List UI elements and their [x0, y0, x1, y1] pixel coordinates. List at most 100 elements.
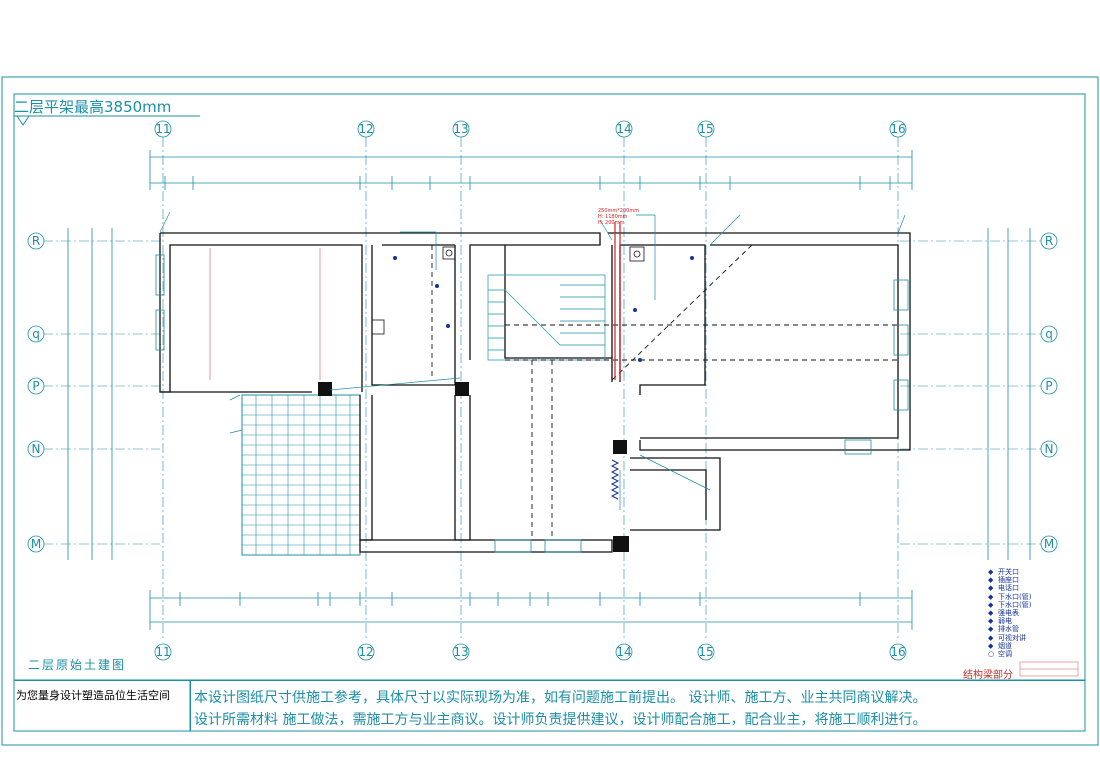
grid-label-right: M	[1044, 537, 1054, 551]
drawing-name: 二层原始土建图	[28, 658, 127, 672]
grid-label-top-circle	[357, 120, 375, 138]
grid-label-right-circle	[1040, 535, 1058, 553]
legend-label: 下水口(管)	[998, 600, 1032, 609]
grid-label-top-circle	[154, 120, 172, 138]
side-dimensions	[67, 228, 1031, 560]
legend-marker-icon: ◆	[988, 609, 994, 618]
bottom-dimensions	[149, 590, 913, 630]
legend-label: 烟道	[998, 641, 1012, 650]
legend-label: 可视对讲	[998, 633, 1026, 642]
legend-label: 空调	[998, 650, 1012, 659]
grid-label-top: 12	[358, 122, 373, 136]
legend-item: ◆ 开关口	[988, 568, 1031, 576]
legend-marker-icon: ◆	[988, 600, 994, 609]
legend-item: ◆下水口(管)	[988, 593, 1031, 601]
grid-label-left-circle	[27, 325, 45, 343]
grid-label-top: 11	[155, 122, 170, 136]
grid-label-bottom-circle	[697, 643, 715, 661]
footer-notes: 为您量身设计塑造品位生活空间 本设计图纸尺寸供施工参考，具体尺寸以实际现场为准，…	[14, 680, 1085, 731]
red-pipes	[614, 222, 621, 380]
tiled-area	[241, 394, 361, 556]
grid-label-left-circle	[27, 440, 45, 458]
structure-label: 结构梁部分	[963, 670, 1013, 681]
grid-label-left-circle	[27, 377, 45, 395]
grid-label-left-circle	[27, 535, 45, 553]
legend-marker-icon: ◆	[988, 625, 994, 634]
legend-marker-icon: ◆	[988, 576, 994, 585]
legend-label: 电话口	[998, 584, 1019, 593]
leaders	[159, 211, 906, 510]
grid-label-top: 16	[890, 122, 905, 136]
note-line-2: 设计所需材料 施工做法，需施工方与业主商议。设计师负责提供建议，设计师配合施工，…	[194, 712, 927, 728]
grid-label-right: R	[1045, 234, 1053, 248]
outlet-dots	[393, 256, 694, 362]
legend-label: 排水管	[998, 625, 1019, 634]
legend-label: 开关口	[998, 568, 1019, 576]
legend-marker-icon: ◆	[988, 641, 994, 650]
red-annotation-line: H: 200mm	[598, 220, 624, 226]
company-slogan: 为您量身设计塑造品位生活空间	[16, 689, 170, 702]
grid-label-bottom: 16	[890, 645, 905, 659]
grid-label-left: q	[32, 327, 40, 341]
grid-label-top-circle	[889, 120, 907, 138]
grid-label-bottom: 14	[616, 645, 631, 659]
legend-marker-icon: ◆	[988, 592, 994, 601]
grid-label-left-circle	[27, 232, 45, 250]
grid-label-right: q	[1045, 327, 1053, 341]
legend-marker-icon: ◆	[988, 568, 994, 576]
legend-marker-icon: ◆	[988, 633, 994, 642]
legend-label: 插座口	[998, 576, 1019, 585]
legend-marker-icon: ○	[988, 650, 995, 659]
grid-label-bottom-circle	[154, 643, 172, 661]
legend-item: ◆ 排水管	[988, 625, 1031, 633]
columns	[318, 382, 629, 552]
grid-label-right-circle	[1040, 232, 1058, 250]
legend-marker-icon: ◆	[988, 584, 994, 593]
legend-marker-icon: ◆	[988, 617, 994, 626]
grid-label-left: P	[32, 379, 39, 393]
grid-label-left: N	[32, 442, 41, 456]
legend-item: ○空调	[988, 650, 1031, 658]
radiator-symbol	[610, 459, 620, 500]
red-annotation-line: H: 1180mm	[598, 214, 628, 220]
red-annotation: 250mm*200mm H: 1180mm H: 200mm	[598, 208, 639, 226]
outer-frame	[1, 76, 1099, 746]
legend-label: 强电表	[998, 609, 1019, 618]
fixtures	[371, 246, 645, 335]
grid-label-left: M	[31, 537, 41, 551]
grid-label-bottom: 15	[698, 645, 713, 659]
grid-label-bottom: 11	[155, 645, 170, 659]
grid-label-left: R	[32, 234, 40, 248]
grid-label-bottom-circle	[889, 643, 907, 661]
walls	[159, 232, 911, 553]
staircase	[487, 274, 606, 361]
top-dimensions	[149, 150, 913, 190]
legend-item: ◆弱电	[988, 617, 1031, 625]
grid-label-top: 14	[616, 122, 631, 136]
grid-lines	[43, 137, 1042, 640]
grid-label-right-circle	[1040, 377, 1058, 395]
grid-label-top-circle	[697, 120, 715, 138]
drawing-title: 二层平架最高3850mm	[14, 98, 172, 116]
grid-label-bottom-circle	[357, 643, 375, 661]
legend-item: ◆ 烟道	[988, 642, 1031, 650]
grid-label-bottom: 13	[453, 645, 468, 659]
grid-label-right-circle	[1040, 440, 1058, 458]
red-annotation-line: 250mm*200mm	[598, 208, 639, 214]
legend-item: ◆ 电话口	[988, 584, 1031, 592]
grid-label-top-circle	[452, 120, 470, 138]
grid-label-top-circle	[615, 120, 633, 138]
grid-label-top: 13	[453, 122, 468, 136]
grid-label-right: P	[1045, 379, 1052, 393]
grid-label-right: N	[1045, 442, 1054, 456]
grid-label-top: 15	[698, 122, 713, 136]
company-block: 为您量身设计塑造品位生活空间	[14, 681, 191, 731]
legend-item: ◆ 下水口(管)	[988, 601, 1031, 609]
grid-label-bottom-circle	[615, 643, 633, 661]
grid-label-bottom: 12	[358, 645, 373, 659]
symbol-legend: ◆开关口◆插座口◆电话口◆下水口(管)◆下水口(管)◆强电表◆弱电◆排水管◆可视…	[988, 568, 1031, 658]
legend-item: ◆ 可视对讲	[988, 634, 1031, 642]
grid-label-bottom-circle	[452, 643, 470, 661]
windows	[155, 254, 909, 553]
